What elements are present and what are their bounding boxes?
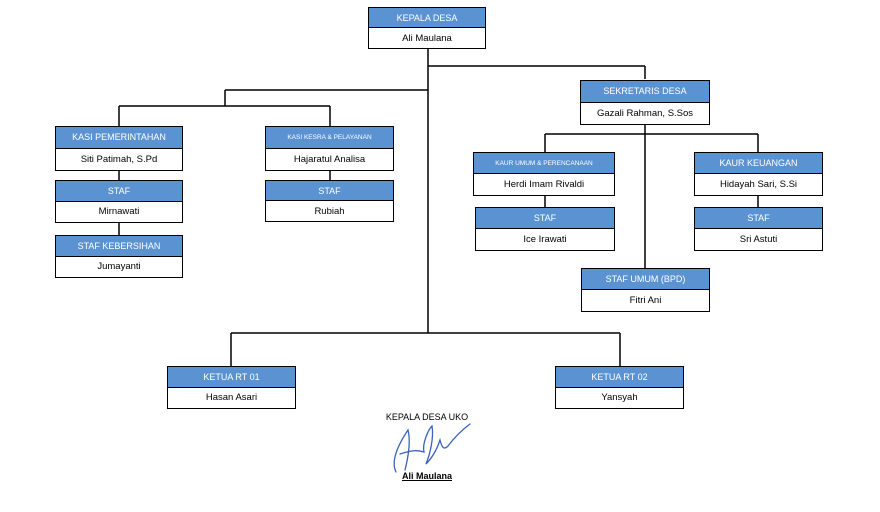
node-title: SEKRETARIS DESA	[581, 81, 709, 103]
node-name: Herdi Imam Rivaldi	[503, 179, 585, 190]
kaur-umum-box: KAUR UMUM & PERENCANAAN Herdi Imam Rival…	[473, 152, 615, 196]
node-name: Rubiah	[314, 205, 345, 217]
staf-kaur-umum-box: STAF Ice Irawati	[475, 207, 615, 251]
signature-title: KEPALA DESA UKO	[385, 412, 469, 422]
node-name: Fitri Ani	[629, 295, 662, 306]
node-name: Siti Patimah, S.Pd	[80, 153, 158, 165]
staf-kesra-box: STAF Rubiah	[265, 180, 394, 222]
node-title: STAF	[56, 181, 182, 202]
node-name: Gazali Rahman, S.Sos	[596, 107, 694, 119]
node-title: KETUA RT 01	[168, 367, 295, 388]
kasi-kesra-box: KASI KESRA & PELAYANAN Hajaratul Analisa	[265, 126, 394, 171]
node-title: KASI KESRA & PELAYANAN	[266, 127, 393, 149]
node-title: STAF	[695, 208, 822, 229]
node-title: STAF UMUM (BPD)	[582, 269, 709, 290]
staf-bpd-box: STAF UMUM (BPD) Fitri Ani	[581, 268, 710, 312]
node-title: STAF	[266, 181, 393, 201]
node-name: Sri Astuti	[739, 234, 778, 245]
sekretaris-desa-box: SEKRETARIS DESA Gazali Rahman, S.Sos	[580, 80, 710, 125]
ketua-rt02-box: KETUA RT 02 Yansyah	[555, 366, 684, 409]
node-name: Hajaratul Analisa	[293, 153, 366, 165]
node-name: Hidayah Sari, S.Si	[719, 179, 798, 190]
node-name: Hasan Asari	[205, 392, 258, 404]
ketua-rt01-box: KETUA RT 01 Hasan Asari	[167, 366, 296, 409]
node-title: KAUR UMUM & PERENCANAAN	[474, 153, 614, 174]
staf-keuangan-box: STAF Sri Astuti	[694, 207, 823, 251]
node-title: KASI PEMERINTAHAN	[56, 127, 182, 149]
kasi-pemerintahan-box: KASI PEMERINTAHAN Siti Patimah, S.Pd	[55, 126, 183, 171]
node-name: Ice Irawati	[523, 234, 567, 245]
node-title: KAUR KEUANGAN	[695, 153, 822, 174]
node-name: Ali Maulana	[402, 32, 452, 44]
node-name: Mirnawati	[98, 206, 140, 218]
node-name: Jumayanti	[97, 261, 141, 273]
node-title: KEPALA DESA	[369, 8, 485, 28]
node-title: KETUA RT 02	[556, 367, 683, 388]
staf-kebersihan-box: STAF KEBERSIHAN Jumayanti	[55, 235, 183, 278]
signature-name: Ali Maulana	[401, 471, 452, 481]
kepala-desa-box: KEPALA DESA Ali Maulana	[368, 7, 486, 49]
node-title: STAF KEBERSIHAN	[56, 236, 182, 257]
staf-pemerintahan-box: STAF Mirnawati	[55, 180, 183, 223]
node-name: Yansyah	[601, 392, 638, 404]
handwritten-signature	[393, 423, 471, 473]
node-title: STAF	[476, 208, 614, 229]
kaur-keuangan-box: KAUR KEUANGAN Hidayah Sari, S.Si	[694, 152, 823, 196]
